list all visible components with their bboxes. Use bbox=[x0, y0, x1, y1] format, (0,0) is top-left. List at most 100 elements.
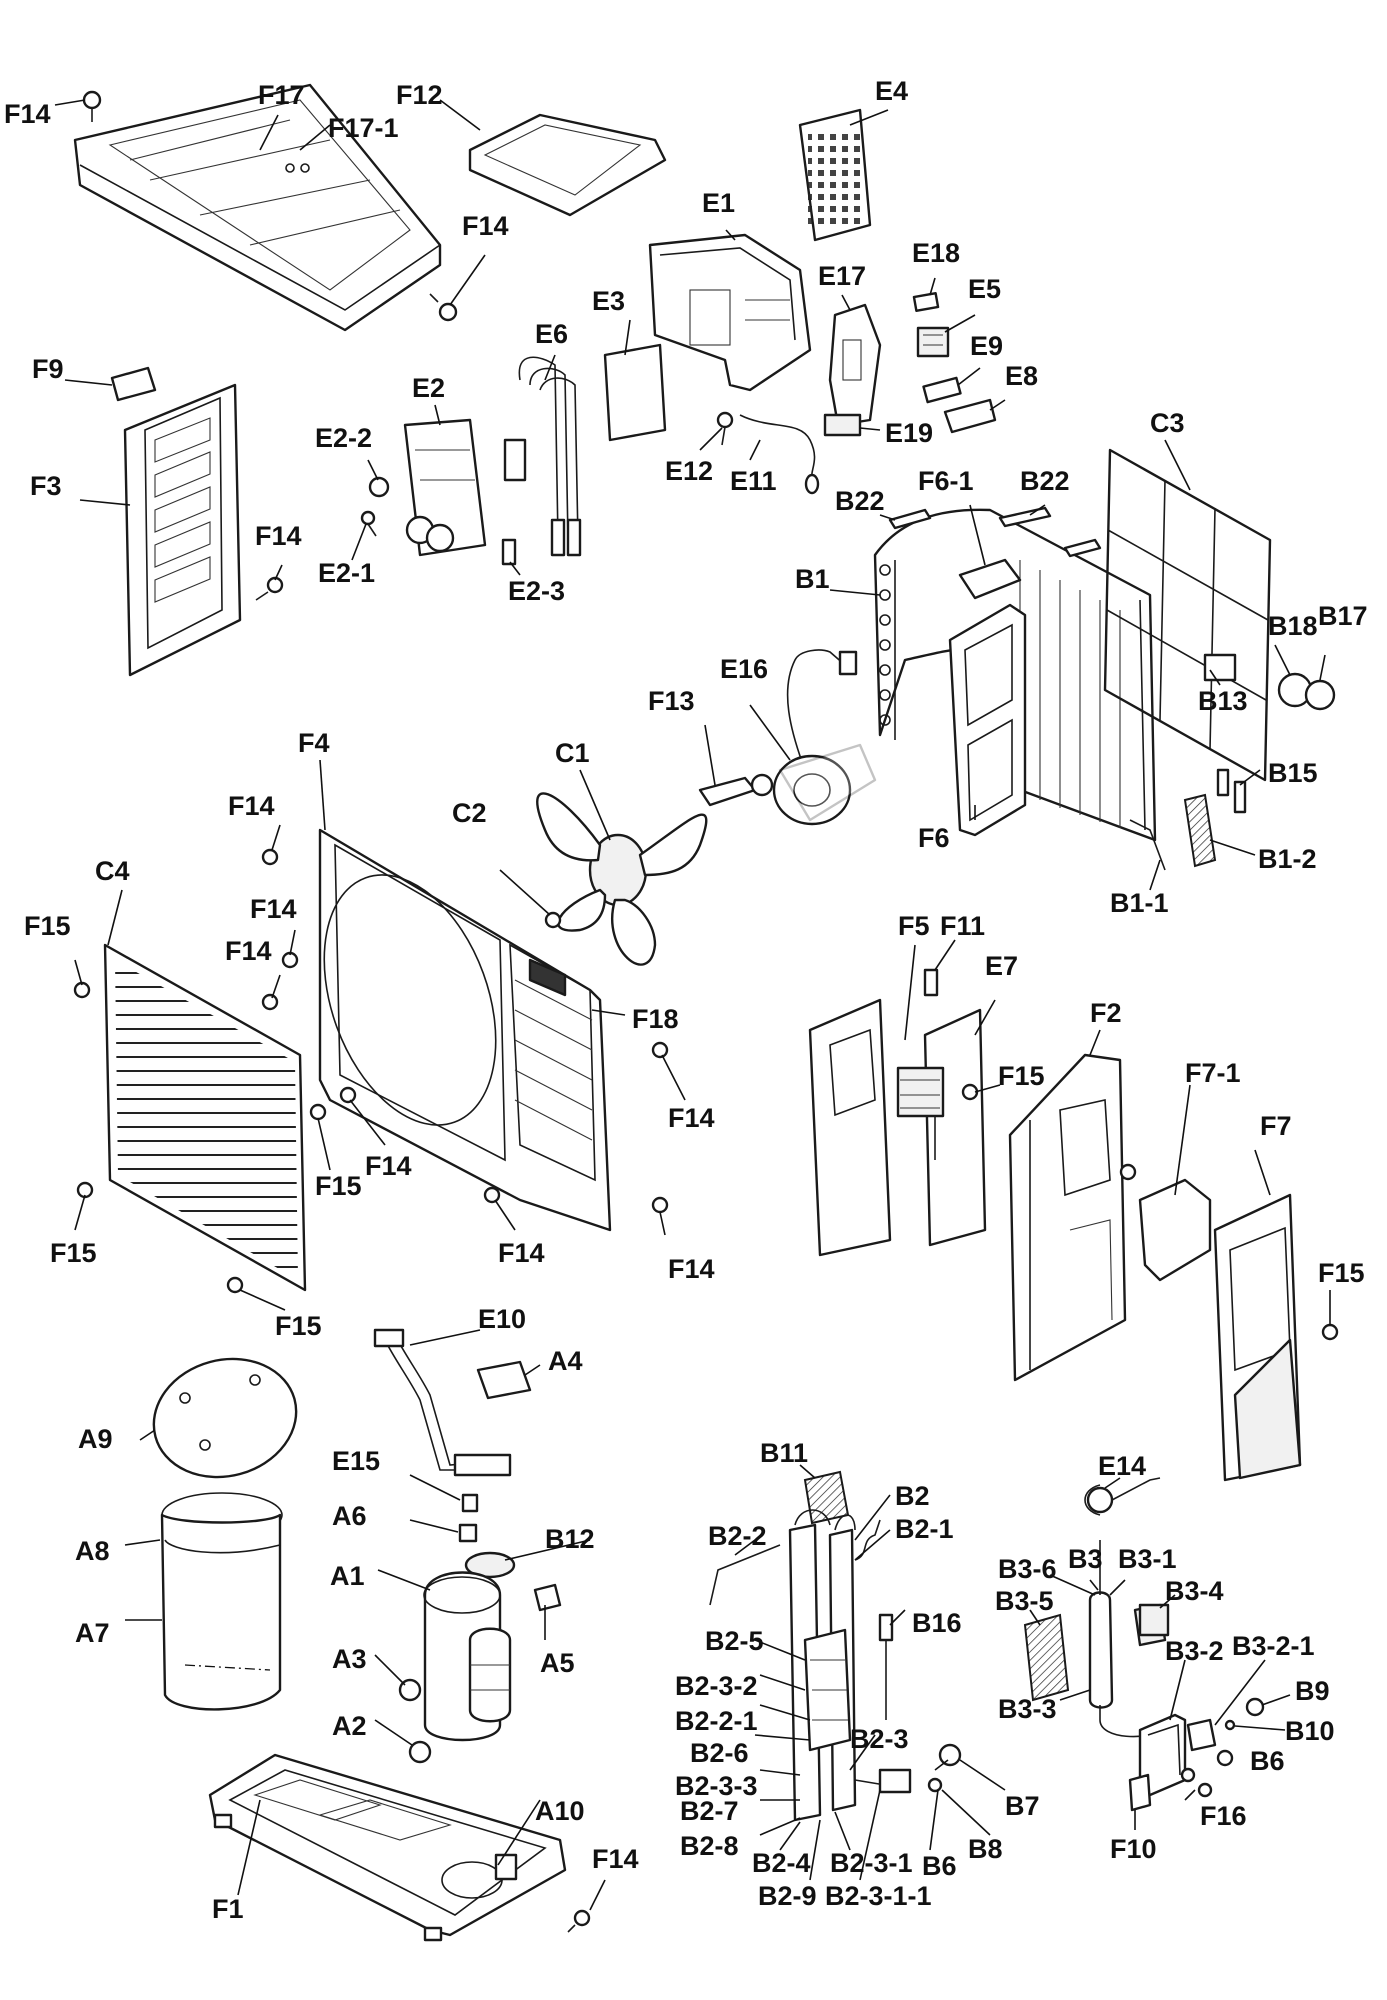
label-b3-1: B3-1 bbox=[1118, 1544, 1177, 1574]
motor-bracket-f6 bbox=[948, 603, 1027, 837]
label-f17-1: F17-1 bbox=[328, 113, 399, 143]
label-b10: B10 bbox=[1285, 1716, 1335, 1746]
label-f7-1: F7-1 bbox=[1185, 1058, 1241, 1088]
nut-c2 bbox=[544, 911, 562, 929]
label-b2-2: B2-2 bbox=[708, 1521, 767, 1551]
board-e2 bbox=[403, 418, 487, 557]
screws-f14-front bbox=[261, 848, 669, 1214]
label-f14-a: F14 bbox=[4, 99, 51, 129]
label-f14-d: F14 bbox=[228, 791, 275, 821]
label-f5: F5 bbox=[898, 911, 930, 941]
pad-b22 bbox=[888, 506, 1102, 558]
part-b3-4 bbox=[1138, 1603, 1170, 1637]
label-f14-k: F14 bbox=[592, 1844, 639, 1874]
label-b2-7: B2-7 bbox=[680, 1796, 739, 1826]
label-b3-5: B3-5 bbox=[995, 1586, 1054, 1616]
label-f14-g: F14 bbox=[668, 1103, 715, 1133]
part-e9 bbox=[922, 376, 962, 404]
label-b2-3-1-1: B2-3-1-1 bbox=[825, 1881, 932, 1911]
label-a10: A10 bbox=[535, 1796, 585, 1826]
label-e17: E17 bbox=[818, 261, 866, 291]
label-f17: F17 bbox=[258, 80, 305, 110]
label-b22-b: B22 bbox=[1020, 466, 1070, 496]
part-f11 bbox=[923, 968, 939, 997]
label-e8: E8 bbox=[1005, 361, 1038, 391]
part-e8 bbox=[943, 398, 997, 434]
label-b22-a: B22 bbox=[835, 486, 885, 516]
ring-e2-2 bbox=[368, 476, 390, 498]
label-b2-5: B2-5 bbox=[705, 1626, 764, 1656]
label-b6-a: B6 bbox=[1250, 1746, 1285, 1776]
label-b2-3: B2-3 bbox=[850, 1724, 909, 1754]
label-b2-8: B2-8 bbox=[680, 1831, 739, 1861]
label-c2: C2 bbox=[452, 798, 487, 828]
harness-e6 bbox=[503, 356, 582, 557]
label-b16: B16 bbox=[912, 1608, 962, 1638]
filter-b3-5 bbox=[1023, 1613, 1070, 1702]
label-f15-a: F15 bbox=[24, 911, 71, 941]
label-b15: B15 bbox=[1268, 758, 1318, 788]
label-f1: F1 bbox=[212, 1894, 244, 1924]
relay-e5 bbox=[916, 326, 950, 358]
label-e5: E5 bbox=[968, 274, 1001, 304]
side-panel-f2 bbox=[1008, 1053, 1127, 1382]
part-labels: F14 F17 F17-1 F12 E4 E1 F14 E17 E18 E5 E… bbox=[4, 76, 1368, 1924]
fittings-b6-b8 bbox=[927, 1743, 1234, 1793]
label-f15-d: F15 bbox=[315, 1171, 362, 1201]
cover-f7-1 bbox=[1138, 1178, 1212, 1282]
relay-a4 bbox=[476, 1360, 532, 1400]
label-f15-b: F15 bbox=[998, 1061, 1045, 1091]
compressor-a1 bbox=[423, 1571, 512, 1742]
part-a5 bbox=[533, 1583, 562, 1612]
clip-b15 bbox=[1216, 768, 1247, 814]
label-b2-2-1: B2-2-1 bbox=[675, 1706, 758, 1736]
label-e12: E12 bbox=[665, 456, 713, 486]
label-f14-c: F14 bbox=[255, 521, 302, 551]
cap-b17 bbox=[1304, 679, 1336, 711]
label-e7: E7 bbox=[985, 951, 1018, 981]
label-e6: E6 bbox=[535, 319, 568, 349]
label-b3-6: B3-6 bbox=[998, 1554, 1057, 1584]
screw-f14-cover bbox=[429, 293, 458, 322]
harness-e10 bbox=[373, 1328, 512, 1477]
cover-b12 bbox=[464, 1551, 516, 1579]
label-e19: E19 bbox=[885, 418, 933, 448]
cushion-a2 bbox=[408, 1740, 432, 1764]
label-b3-3: B3-3 bbox=[998, 1694, 1057, 1724]
partition-f5 bbox=[808, 998, 987, 1257]
label-e2-3: E2-3 bbox=[508, 576, 565, 606]
label-b3-2: B3-2 bbox=[1165, 1636, 1224, 1666]
cover-a9 bbox=[152, 1357, 298, 1479]
label-b12: B12 bbox=[545, 1524, 595, 1554]
side-grille-f3 bbox=[123, 383, 242, 677]
reactor-e7 bbox=[896, 1066, 945, 1160]
screws-f15-right bbox=[961, 1083, 1339, 1341]
label-f14-j: F14 bbox=[668, 1254, 715, 1284]
label-e11: E11 bbox=[730, 466, 777, 496]
label-f9: F9 bbox=[32, 354, 64, 384]
sensor-wire-e11 bbox=[739, 414, 820, 495]
leader-lines bbox=[54, 99, 1331, 1911]
label-b2: B2 bbox=[895, 1481, 930, 1511]
label-f12: F12 bbox=[396, 80, 443, 110]
service-panel-f7 bbox=[1213, 1193, 1302, 1482]
label-f15-c: F15 bbox=[1318, 1258, 1365, 1288]
part-e15 bbox=[461, 1493, 479, 1513]
label-e18: E18 bbox=[912, 238, 960, 268]
front-panel-f4 bbox=[318, 828, 612, 1232]
label-c1: C1 bbox=[555, 738, 590, 768]
label-a6: A6 bbox=[332, 1501, 367, 1531]
label-f18: F18 bbox=[632, 1004, 679, 1034]
label-b1-2: B1-2 bbox=[1258, 844, 1317, 874]
label-b7: B7 bbox=[1005, 1791, 1040, 1821]
label-f14-i: F14 bbox=[498, 1238, 545, 1268]
bracket-f6-1 bbox=[958, 558, 1022, 600]
label-e10: E10 bbox=[478, 1304, 526, 1334]
label-c3: C3 bbox=[1150, 408, 1185, 438]
label-b2-3-2: B2-3-2 bbox=[675, 1671, 758, 1701]
label-a4: A4 bbox=[548, 1346, 583, 1376]
coil-b16 bbox=[878, 1613, 894, 1720]
label-e2-2: E2-2 bbox=[315, 423, 372, 453]
label-a2: A2 bbox=[332, 1711, 367, 1741]
